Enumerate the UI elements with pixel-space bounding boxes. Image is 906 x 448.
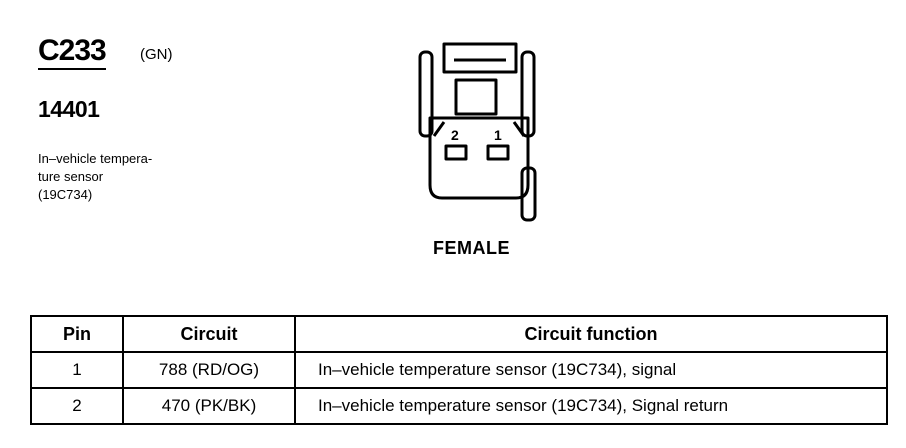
connector-body	[428, 116, 530, 200]
description-line: ture sensor	[38, 169, 104, 184]
pin-cell: 2	[30, 387, 124, 425]
circuit-cell: 788 (RD/OG)	[122, 351, 296, 389]
lock-tab	[454, 78, 498, 116]
column-header-pin: Pin	[30, 315, 124, 353]
pin-1-terminal	[486, 144, 510, 161]
pin-label: 2	[451, 127, 459, 143]
housing-top	[442, 42, 518, 74]
component-description: In–vehicle tempera- ture sensor (19C734)	[38, 150, 152, 204]
table-row: 1 788 (RD/OG) In–vehicle temperature sen…	[30, 351, 888, 389]
table-header-row: Pin Circuit Circuit function	[30, 315, 888, 353]
pin-2-terminal	[444, 144, 468, 161]
connector-face-drawing: 2 1	[418, 42, 537, 222]
side-key	[520, 166, 537, 222]
description-line: (19C734)	[38, 187, 93, 202]
column-header-function: Circuit function	[294, 315, 888, 353]
function-cell: In–vehicle temperature sensor (19C734), …	[294, 351, 888, 389]
column-header-circuit: Circuit	[122, 315, 296, 353]
connector-id: C233	[38, 36, 107, 70]
pin-label: 1	[494, 127, 502, 143]
pin-cell: 1	[30, 351, 124, 389]
circuit-cell: 470 (PK/BK)	[122, 387, 296, 425]
description-line: In–vehicle tempera-	[38, 151, 153, 166]
connector-color: (GN)	[140, 46, 173, 63]
function-cell: In–vehicle temperature sensor (19C734), …	[294, 387, 888, 425]
left-latch	[418, 50, 434, 138]
view-label: FEMALE	[433, 238, 510, 258]
pinout-table: Pin Circuit Circuit function 1 788 (RD/O…	[30, 315, 888, 425]
table-row: 2 470 (PK/BK) In–vehicle temperature sen…	[30, 387, 888, 425]
part-number: 14401	[38, 96, 100, 122]
